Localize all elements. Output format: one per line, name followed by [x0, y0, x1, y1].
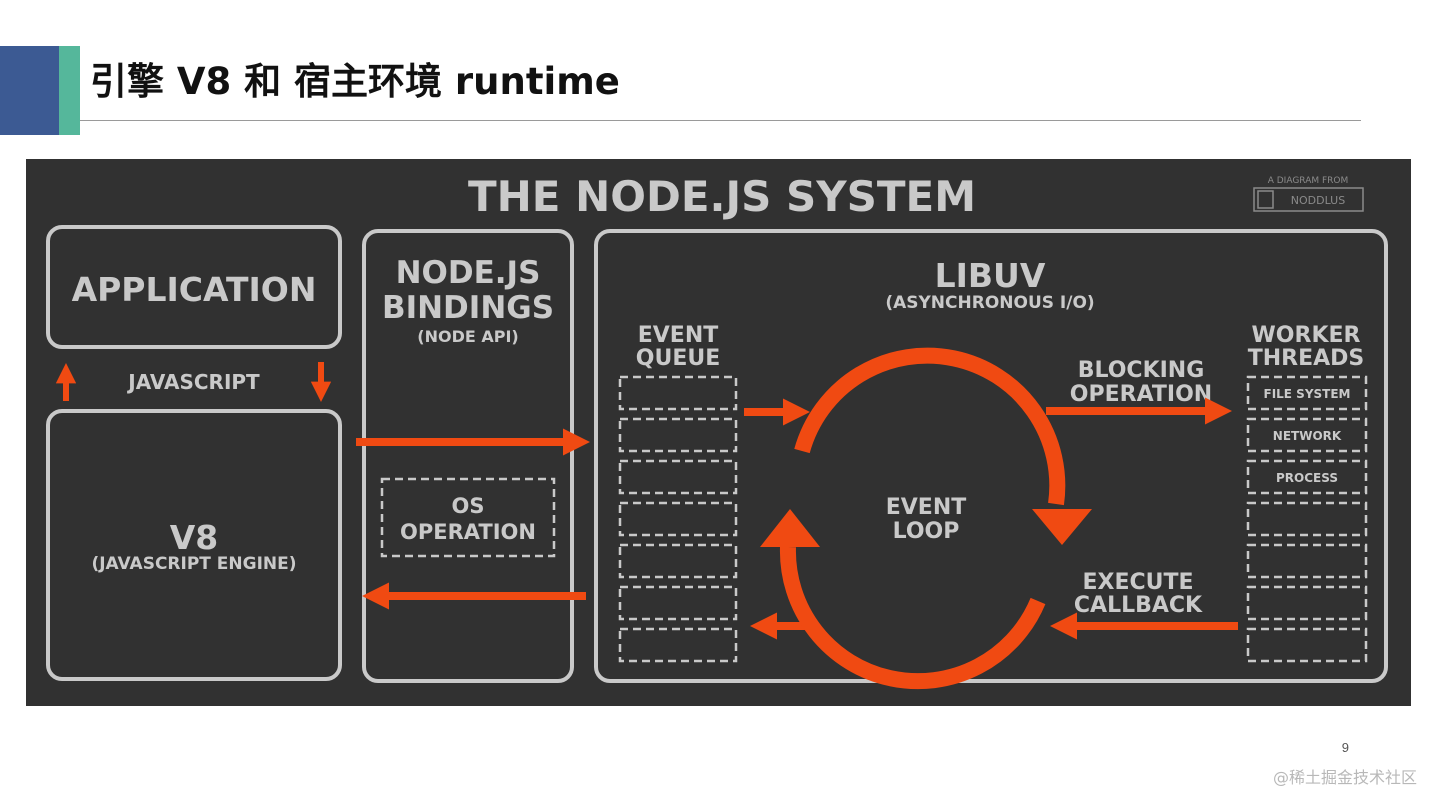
slide-title: 引擎 V8 和 宿主环境 runtime — [90, 60, 620, 103]
javascript-label: JAVASCRIPT — [126, 370, 260, 394]
libuv-sublabel: (ASYNCHRONOUS I/O) — [885, 293, 1094, 313]
worker-item-label: PROCESS — [1276, 471, 1338, 485]
os-label-1: OS — [452, 494, 485, 518]
nodejs-system-diagram: THE NODE.JS SYSTEM A DIAGRAM FROM NODDLU… — [26, 159, 1411, 706]
event-loop-arrowhead-right — [1032, 509, 1092, 545]
slot — [618, 501, 738, 537]
bindings-box — [362, 229, 574, 683]
libuv-label: LIBUV — [935, 256, 1046, 295]
v8-sublabel: (JAVASCRIPT ENGINE) — [91, 554, 296, 574]
worker-threads-label-2: THREADS — [1248, 346, 1365, 371]
event-loop-arrowhead-left — [760, 509, 820, 547]
slot — [618, 585, 738, 621]
event-loop-arc-top — [794, 347, 1066, 506]
slot — [1246, 585, 1368, 621]
application-label: APPLICATION — [72, 270, 317, 309]
worker-thread-slots — [1246, 375, 1368, 663]
credit-logo-icon — [1257, 190, 1274, 209]
credit-line: A DIAGRAM FROM — [1268, 176, 1349, 186]
slot — [1246, 417, 1368, 453]
title-accent-blue — [0, 46, 59, 135]
event-loop-label-2: LOOP — [893, 519, 960, 544]
worker-item-label: FILE SYSTEM — [1264, 387, 1351, 401]
slot — [618, 543, 738, 579]
libuv-box — [594, 229, 1388, 683]
diagram-title: THE NODE.JS SYSTEM — [468, 172, 976, 221]
os-label-2: OPERATION — [400, 520, 536, 544]
slot — [618, 417, 738, 453]
slot — [1246, 459, 1368, 495]
blocking-label-2: OPERATION — [1070, 382, 1212, 407]
slot — [1246, 375, 1368, 411]
event-queue-label-2: QUEUE — [636, 346, 721, 371]
os-operation-box — [380, 477, 556, 558]
v8-label: V8 — [170, 518, 219, 557]
worker-item-label: NETWORK — [1273, 429, 1342, 443]
title-accent-teal — [59, 46, 80, 135]
slot — [1246, 627, 1368, 663]
execute-callback-label-1: EXECUTE — [1082, 570, 1193, 595]
title-underline — [80, 120, 1361, 121]
event-queue-label-1: EVENT — [638, 323, 719, 348]
event-loop-label-1: EVENT — [886, 495, 967, 520]
slot — [618, 627, 738, 663]
application-box — [46, 225, 342, 349]
page-number: 9 — [1341, 740, 1349, 755]
execute-callback-label-2: CALLBACK — [1074, 593, 1203, 618]
slot — [1246, 501, 1368, 537]
slot — [618, 375, 738, 411]
bindings-sublabel: (NODE API) — [417, 327, 518, 346]
credit-brand: NODDLUS — [1291, 194, 1345, 207]
blocking-label-1: BLOCKING — [1078, 358, 1205, 383]
v8-box — [46, 409, 342, 681]
slot — [1246, 543, 1368, 579]
slot — [618, 459, 738, 495]
bindings-label-1: NODE.JS — [396, 255, 541, 291]
worker-threads-label-1: WORKER — [1252, 323, 1361, 348]
event-queue-slots — [618, 375, 738, 663]
watermark: @稀土掘金技术社区 — [1272, 768, 1417, 787]
credit-logo-box — [1253, 187, 1364, 212]
bindings-label-2: BINDINGS — [382, 290, 554, 326]
event-loop-arc-bottom — [779, 546, 1046, 690]
